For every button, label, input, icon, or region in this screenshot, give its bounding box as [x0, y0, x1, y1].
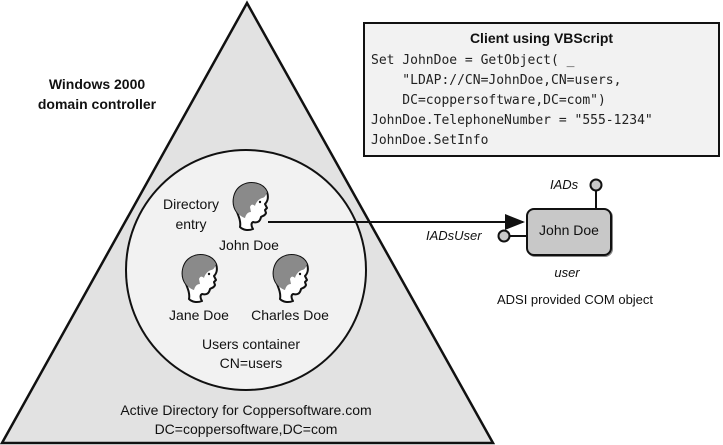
users-container-circle	[125, 149, 367, 391]
directory-entry-label: Directory	[162, 196, 220, 212]
domain-controller-subtitle: domain controller	[37, 96, 157, 112]
domain-controller-title: Windows 2000	[48, 76, 146, 92]
iads-interface-label: IADs	[550, 177, 579, 192]
vbscript-code: Set JohnDoe = GetObject( _ "LDAP://CN=Jo…	[371, 51, 653, 151]
vbscript-client-box: Client using VBScript Set JohnDoe = GetO…	[363, 22, 720, 157]
code-line: "LDAP://CN=JohnDoe,CN=users,	[371, 73, 622, 88]
com-object-name: John Doe	[539, 222, 599, 238]
vbscript-client-title: Client using VBScript	[469, 30, 614, 46]
code-line: JohnDoe.TelephoneNumber = "555-1234"	[371, 113, 653, 128]
user-name-jane: Jane Doe	[169, 307, 229, 323]
code-line: DC=coppersoftware,DC=com")	[371, 93, 606, 108]
com-object-caption: ADSI provided COM object	[496, 292, 654, 307]
code-line: Set JohnDoe = GetObject( _	[371, 53, 575, 68]
users-container-cn: CN=users	[219, 355, 283, 371]
iads-interface-icon	[589, 178, 603, 192]
iadsuser-interface-label: IADsUser	[426, 228, 482, 243]
active-directory-dn: DC=coppersoftware,DC=com	[154, 421, 338, 437]
com-object-box: John Doe	[526, 208, 612, 256]
directory-entry-label-2: entry	[175, 216, 207, 232]
active-directory-label: Active Directory for Coppersoftware.com	[120, 402, 372, 418]
users-container-label: Users container	[201, 336, 301, 352]
com-object-class: user	[554, 265, 580, 280]
user-name-john: John Doe	[219, 237, 279, 253]
code-line: JohnDoe.SetInfo	[371, 133, 489, 148]
user-name-charles: Charles Doe	[251, 307, 329, 323]
iadsuser-interface-icon	[497, 229, 511, 243]
